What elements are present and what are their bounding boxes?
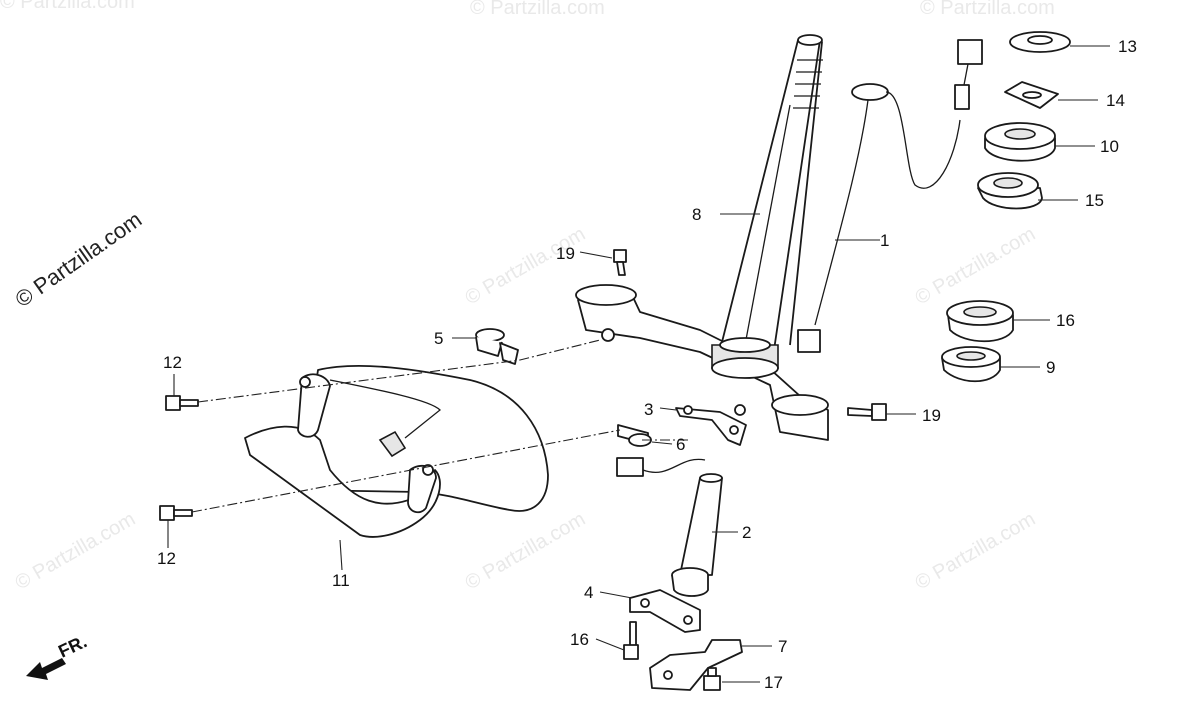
sensor-switch-2 <box>616 457 723 597</box>
dust-seal-15 <box>977 172 1043 210</box>
callout-10: 10 <box>1100 137 1119 156</box>
cable-clamp-6 <box>617 424 652 447</box>
callout-5: 5 <box>434 329 443 348</box>
callout-6: 6 <box>676 435 685 454</box>
watermark: © Partzilla.com <box>920 0 1055 19</box>
cable-clamp-5 <box>475 328 519 365</box>
bolt-19-right <box>847 403 887 421</box>
front-direction-indicator: FR. <box>26 631 90 680</box>
watermark: © Partzilla.com <box>462 223 590 309</box>
bolt-18 <box>703 667 721 691</box>
mounting-plate-4 <box>629 589 701 633</box>
lock-washer-14 <box>1004 81 1059 109</box>
callout-2: 2 <box>742 523 751 542</box>
callout-9: 9 <box>1046 358 1055 377</box>
callout-8: 8 <box>692 205 701 224</box>
callout-1: 1 <box>880 231 889 250</box>
callout-leaders <box>167 45 1110 683</box>
front-arrow-icon <box>26 658 66 680</box>
fork-bridge <box>575 284 829 441</box>
bearing-nut-13 <box>1009 31 1071 53</box>
callout-16: 16 <box>1056 311 1075 330</box>
watermark-main: © Partzilla.com <box>11 207 147 313</box>
callout-7: 7 <box>778 637 787 656</box>
bolt-17 <box>623 621 639 660</box>
bracket-3 <box>675 405 747 446</box>
assembly-lines <box>191 339 690 513</box>
bolt-12-lower <box>159 505 193 521</box>
callout-13: 13 <box>1118 37 1137 56</box>
watermark: © Partzilla.com <box>12 508 140 594</box>
watermark: © Partzilla.com <box>462 508 590 594</box>
callout-14: 14 <box>1106 91 1125 110</box>
callout-4: 4 <box>584 583 593 602</box>
stay-7 <box>649 639 743 691</box>
bearing-16 <box>946 300 1014 343</box>
callout-18: 17 <box>764 673 783 692</box>
callout-numbers: 8 1 19 5 3 6 2 4 7 16 17 13 14 10 15 16 … <box>157 37 1137 692</box>
callout-12-lower: 12 <box>157 549 176 568</box>
callout-15: 15 <box>1085 191 1104 210</box>
bearing-race-9 <box>941 346 1001 383</box>
watermark: © Partzilla.com <box>912 508 1040 594</box>
front-label: FR. <box>55 631 90 661</box>
callout-12-upper: 12 <box>163 353 182 372</box>
watermark: © Partzilla.com <box>0 0 135 13</box>
watermark: © Partzilla.com <box>912 223 1040 309</box>
callout-17: 16 <box>570 630 589 649</box>
bolt-12-upper <box>165 395 199 411</box>
watermark: © Partzilla.com <box>470 0 605 19</box>
callout-19-upper: 19 <box>556 244 575 263</box>
adjusting-nut-10 <box>984 122 1056 162</box>
callout-11: 11 <box>332 571 350 590</box>
bolt-19-upper <box>613 249 627 276</box>
wire-harness <box>797 39 983 353</box>
handlebar-cover-11 <box>244 364 549 538</box>
callout-19-right: 19 <box>922 406 941 425</box>
steering-stem <box>719 34 823 351</box>
callout-3: 3 <box>644 400 653 419</box>
